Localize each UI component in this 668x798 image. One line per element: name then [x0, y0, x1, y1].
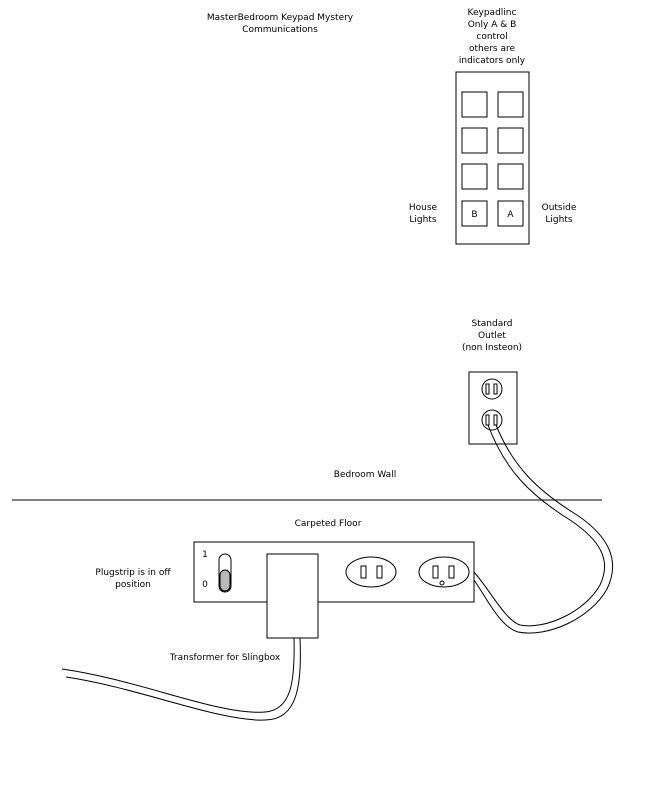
standard-outlet-line-2: Outlet — [478, 331, 506, 341]
standard-outlet-label: Standard Outlet (non Insteon) — [452, 318, 532, 354]
standard-outlet-line-1: Standard — [471, 319, 513, 329]
plugstrip-switch-rocker — [219, 569, 231, 592]
keypad-note-line-3: control — [476, 32, 508, 42]
house-lights-label: House Lights — [398, 202, 448, 226]
keypad-button-a — [497, 200, 524, 227]
keypad-button-2 — [497, 91, 524, 118]
bedroom-wall-label: Bedroom Wall — [333, 470, 397, 480]
house-lights-line-2: Lights — [409, 215, 437, 225]
keypad-button-1 — [461, 91, 488, 118]
transformer-cord — [61, 637, 301, 721]
keypad-note-line-1: Keypadlinc — [467, 8, 517, 18]
keypad-button-5 — [461, 163, 488, 190]
title-line-1: MasterBedroom Keypad Mystery — [206, 13, 354, 23]
keypad-note-line-2: Only A & B — [467, 20, 517, 30]
transformer-label: Transformer for Slingbox — [169, 653, 281, 663]
keypad-button-6 — [497, 163, 524, 190]
switch-on-label: 1 — [202, 550, 208, 560]
outside-lights-line-1: Outside — [541, 203, 577, 213]
plugstrip-outlet-2 — [418, 556, 470, 588]
keypad-button-3 — [461, 127, 488, 154]
switch-off-label: 0 — [202, 580, 208, 590]
plugstrip-power-cord — [473, 424, 614, 634]
keypad-note-line-5: indicators only — [458, 56, 526, 66]
plugstrip-note-line-1: Plugstrip is in off — [95, 568, 171, 578]
keypad-button-b — [461, 200, 488, 227]
keypad-button-4 — [497, 127, 524, 154]
standard-outlet-line-3: (non Insteon) — [461, 343, 523, 353]
outlet-receptacle-bottom — [481, 409, 503, 431]
plugstrip-note-line-2: position — [115, 580, 151, 590]
plugstrip-off-note: Plugstrip is in off position — [88, 567, 178, 591]
carpeted-floor-label: Carpeted Floor — [294, 519, 362, 529]
slingbox-transformer — [266, 553, 319, 639]
keypad-note-line-4: others are — [468, 44, 516, 54]
diagram-title: MasterBedroom Keypad Mystery Communicati… — [190, 12, 370, 36]
keypad-button-b-label: B — [471, 210, 477, 220]
plugstrip-outlet-1 — [345, 556, 397, 588]
outside-lights-line-2: Lights — [545, 215, 573, 225]
outside-lights-label: Outside Lights — [533, 202, 585, 226]
outlet-receptacle-top — [481, 378, 503, 400]
title-line-2: Communications — [242, 25, 318, 35]
house-lights-line-1: House — [408, 203, 438, 213]
keypad-note: Keypadlinc Only A & B control others are… — [442, 7, 542, 67]
keypad-button-a-label: A — [507, 210, 514, 220]
wall-outlet-plate — [468, 371, 518, 445]
